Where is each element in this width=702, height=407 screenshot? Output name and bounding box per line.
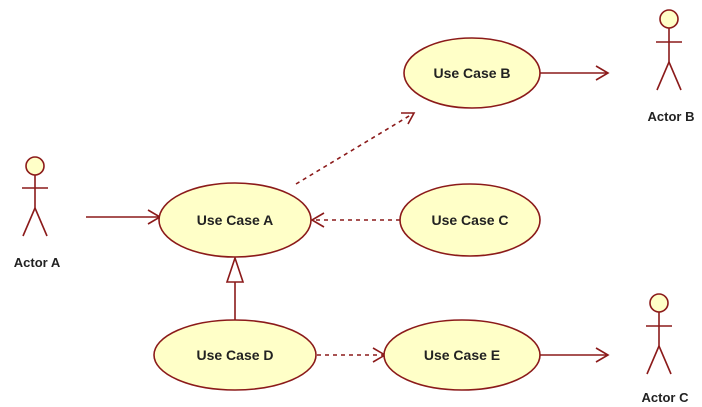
actor-c[interactable]: Actor C — [642, 293, 690, 405]
use-case-e[interactable]: Use Case E — [383, 319, 541, 391]
use-case-d-label: Use Case D — [196, 347, 273, 363]
use-case-d[interactable]: Use Case D — [153, 319, 317, 391]
dependency-use-case-a-use-case-b[interactable] — [295, 112, 416, 185]
association-actor-a-use-case-a[interactable] — [86, 209, 162, 225]
actor-b[interactable]: Actor B — [648, 9, 695, 124]
use-case-b[interactable]: Use Case B — [403, 37, 541, 109]
actor-b-icon — [656, 9, 682, 91]
actor-b-label: Actor B — [648, 109, 695, 124]
actor-a-icon — [22, 156, 48, 237]
association-use-case-e-actor-c[interactable] — [540, 347, 610, 363]
use-case-c[interactable]: Use Case C — [399, 183, 541, 257]
use-case-a[interactable]: Use Case A — [158, 182, 312, 258]
actor-a[interactable]: Actor A — [14, 156, 61, 270]
actor-a-label: Actor A — [14, 255, 61, 270]
dependency-use-case-d-use-case-e[interactable] — [317, 347, 387, 363]
use-case-e-label: Use Case E — [424, 347, 500, 363]
use-case-c-label: Use Case C — [431, 212, 508, 228]
association-use-case-b-actor-b[interactable] — [540, 65, 610, 81]
use-case-b-label: Use Case B — [433, 65, 510, 81]
generalization-use-case-d-use-case-a[interactable] — [225, 255, 245, 320]
actor-c-label: Actor C — [642, 390, 690, 405]
dependency-use-case-c-use-case-a[interactable] — [310, 212, 400, 228]
use-case-a-label: Use Case A — [197, 212, 274, 228]
actor-c-icon — [646, 293, 672, 375]
